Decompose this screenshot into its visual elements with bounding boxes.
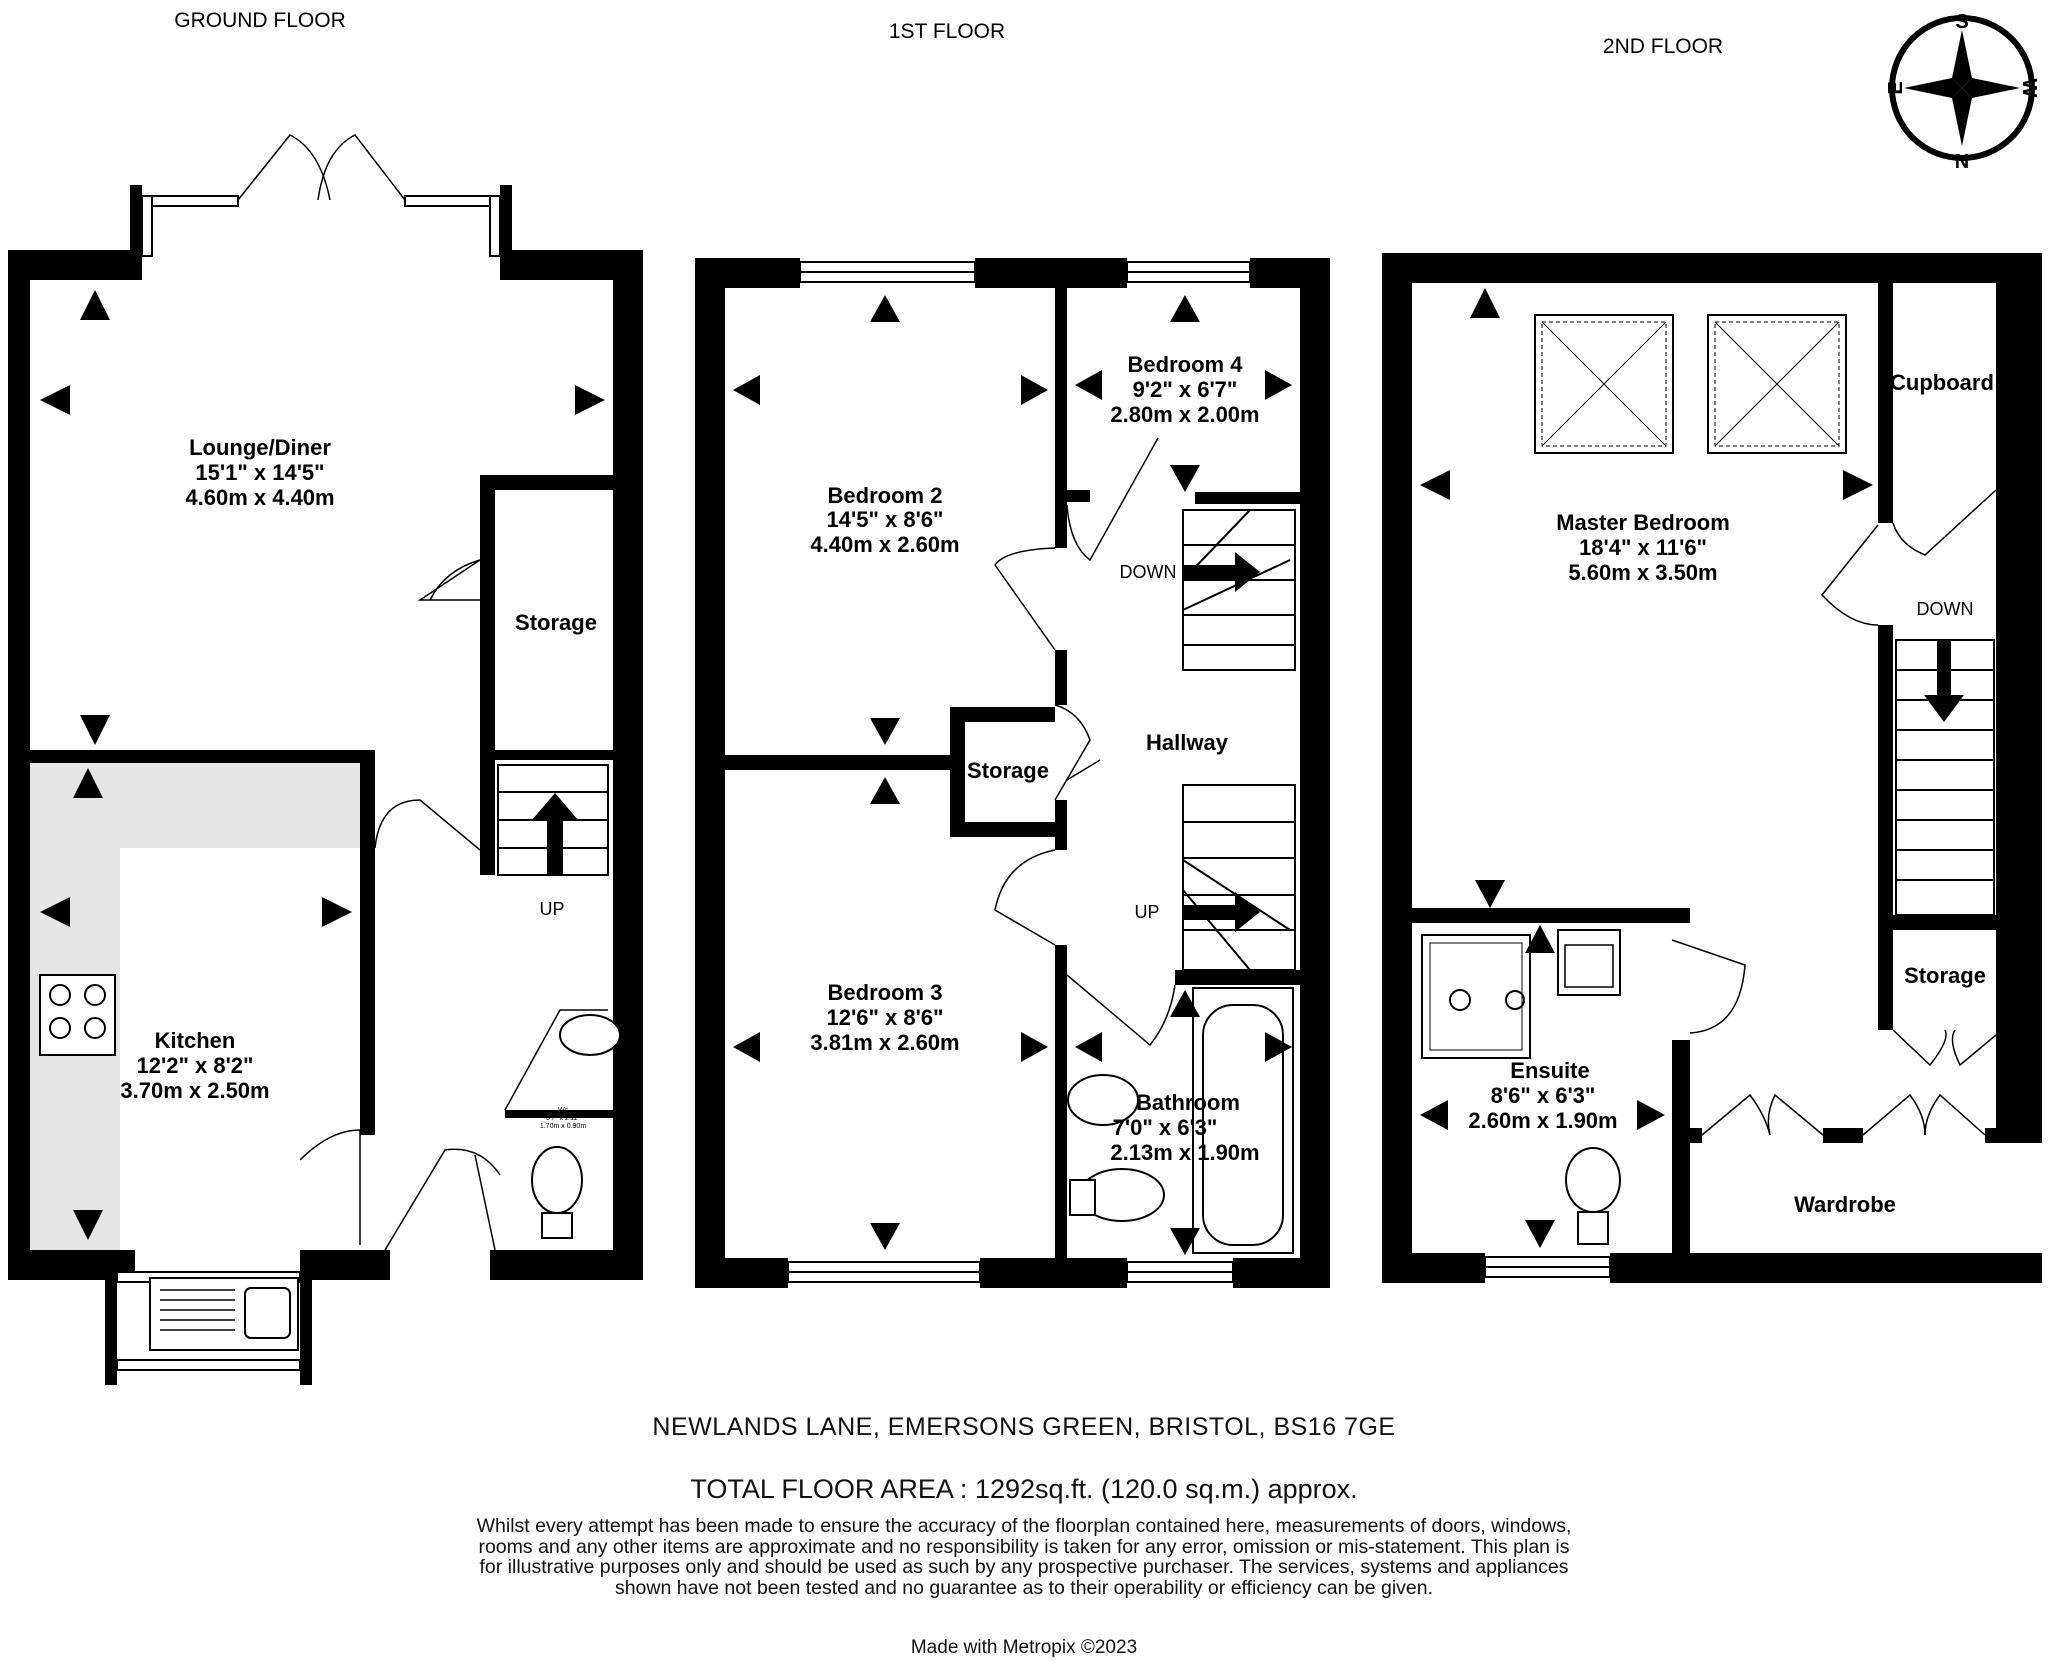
wardrobe-name: Wardrobe: [1794, 1192, 1896, 1217]
bathroom-imperial: 7'0" x 6'3": [1113, 1115, 1218, 1140]
floorplan: GROUND FLOOR 1ST FLOOR 2ND FLOOR S N W E: [8, 9, 2042, 1385]
compass-east-label: E: [1885, 81, 1907, 94]
toilet-icon: [531, 1146, 583, 1239]
lounge-imperial: 15'1" x 14'5": [195, 460, 324, 485]
second-floor-title: 2ND FLOOR: [1603, 35, 1723, 58]
storage-second-name: Storage: [1904, 963, 1986, 988]
bedroom3-metric: 3.81m x 2.60m: [810, 1030, 959, 1055]
bathroom-basin-icon: [1067, 1074, 1139, 1126]
total-floor-area: TOTAL FLOOR AREA : 1292sq.ft. (120.0 sq.…: [690, 1474, 1358, 1504]
kitchen-imperial: 12'2" x 8'2": [137, 1053, 254, 1078]
first-stairs-up-label: UP: [1134, 902, 1159, 922]
ground-floor-title: GROUND FLOOR: [174, 9, 346, 32]
ground-floor-plan: Lounge/Diner 15'1" x 14'5" 4.60m x 4.40m…: [8, 134, 643, 1385]
kitchen-name: Kitchen: [155, 1028, 236, 1053]
bedroom4-imperial: 9'2" x 6'7": [1133, 377, 1238, 402]
wc-metric: 1.70m x 0.90m: [540, 1123, 586, 1130]
hob-icon: [39, 974, 116, 1056]
second-stairs-down-label: DOWN: [1917, 599, 1974, 619]
master-bedroom-metric: 5.60m x 3.50m: [1568, 560, 1717, 585]
storage-first-name: Storage: [967, 758, 1049, 783]
shower-icon: [1421, 934, 1531, 1059]
bedroom3-imperial: 12'6" x 8'6": [827, 1005, 944, 1030]
compass-south-label: S: [1955, 11, 1968, 33]
first-floor-title: 1ST FLOOR: [889, 20, 1005, 43]
wc-name: Wc: [558, 1107, 569, 1114]
first-stairs-down-label: DOWN: [1120, 562, 1177, 582]
bathroom-toilet-icon: [1069, 1168, 1165, 1222]
bedroom2-imperial: 14'5" x 8'6": [827, 507, 944, 532]
ensuite-toilet-icon: [1565, 1147, 1621, 1245]
lounge-name: Lounge/Diner: [189, 435, 331, 460]
bedroom2-metric: 4.40m x 2.60m: [810, 532, 959, 557]
bathroom-metric: 2.13m x 1.90m: [1110, 1140, 1259, 1165]
master-bedroom-imperial: 18'4" x 11'6": [1579, 535, 1707, 560]
metropix-credit: Made with Metropix ©2023: [910, 1637, 1138, 1658]
bedroom4-metric: 2.80m x 2.00m: [1110, 402, 1259, 427]
sink-icon: [149, 1277, 299, 1351]
ensuite-imperial: 8'6" x 6'3": [1491, 1083, 1596, 1108]
wc-imperial: 5'7" x 2'11": [546, 1115, 580, 1122]
hallway-name: Hallway: [1146, 730, 1229, 755]
ensuite-basin-icon: [1557, 929, 1621, 996]
compass-north-label: N: [1955, 151, 1969, 173]
second-floor-plan: Master Bedroom 18'4" x 11'6" 5.60m x 3.5…: [1382, 253, 2042, 1283]
compass-icon: S N W E: [1885, 11, 2040, 173]
storage-ground-name: Storage: [515, 610, 597, 635]
ensuite-metric: 2.60m x 1.90m: [1468, 1108, 1617, 1133]
kitchen-metric: 3.70m x 2.50m: [120, 1078, 269, 1103]
lounge-metric: 4.60m x 4.40m: [185, 485, 334, 510]
cupboard-name: Cupboard: [1890, 370, 1994, 395]
skylight-icon: [1534, 314, 1674, 454]
bedroom2-name: Bedroom 2: [828, 483, 943, 508]
disclaimer-text: Whilst every attempt has been made to en…: [476, 1515, 1572, 1599]
compass-west-label: W: [2018, 79, 2040, 98]
bedroom4-name: Bedroom 4: [1128, 352, 1244, 377]
property-address: NEWLANDS LANE, EMERSONS GREEN, BRISTOL, …: [652, 1413, 1396, 1441]
master-bedroom-name: Master Bedroom: [1556, 510, 1730, 535]
basin-icon: [559, 1014, 621, 1056]
skylight-icon: [1707, 314, 1847, 454]
bathroom-name: Bathroom: [1136, 1090, 1240, 1115]
bath-icon: [1192, 987, 1294, 1254]
first-floor-plan: Bedroom 2 14'5" x 8'6" 4.40m x 2.60m Bed…: [695, 258, 1330, 1288]
ground-stairs-up-label: UP: [539, 899, 564, 919]
bedroom3-name: Bedroom 3: [828, 980, 943, 1005]
ensuite-name: Ensuite: [1510, 1058, 1589, 1083]
